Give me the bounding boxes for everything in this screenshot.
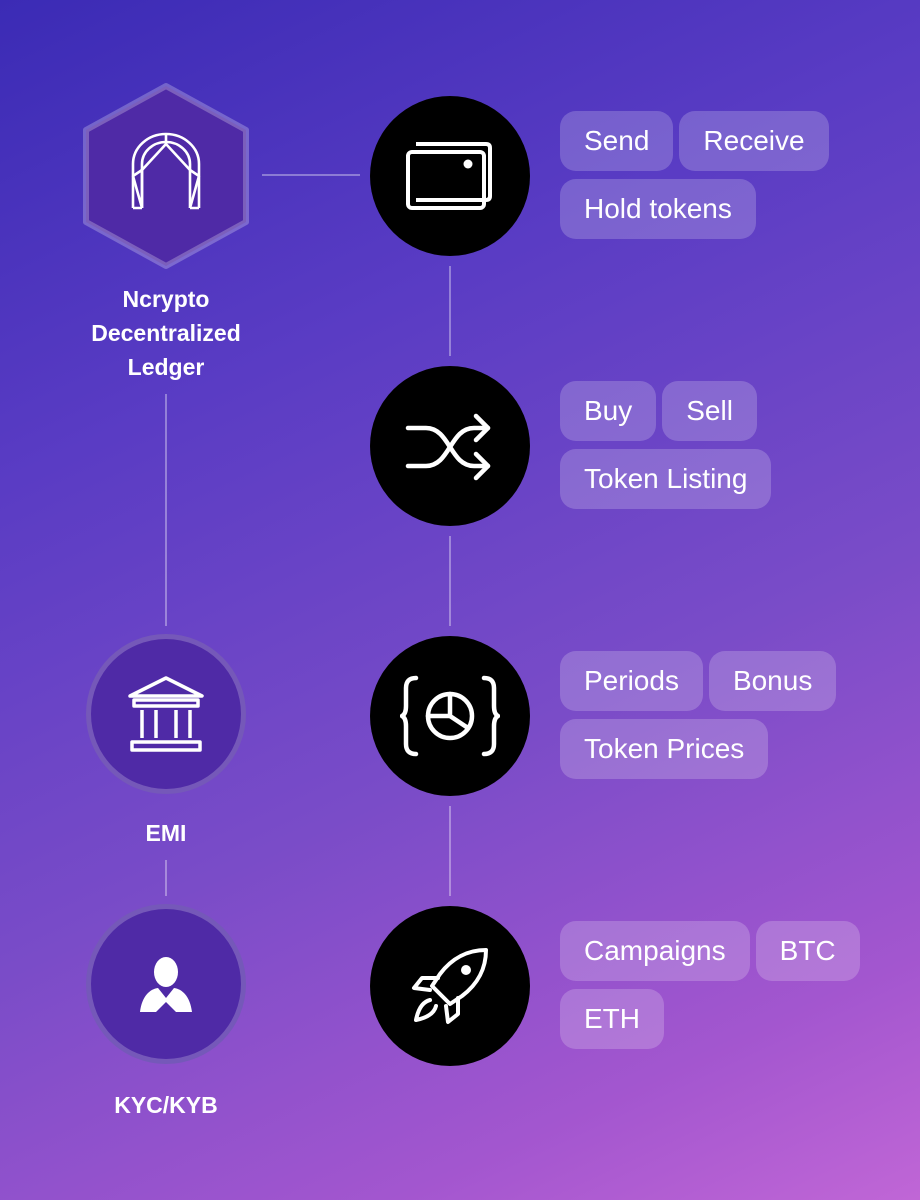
user-icon — [140, 957, 192, 1012]
chart-node — [370, 636, 530, 796]
connector-ledger-emi — [165, 394, 167, 626]
ledger-label-line-1: Ncrypto — [122, 286, 210, 312]
connector-ledger-wallet — [262, 174, 360, 176]
tag-buy[interactable]: Buy — [560, 381, 657, 441]
emi-node — [86, 634, 246, 794]
ledger-node — [80, 82, 252, 270]
emi-label: EMI — [145, 820, 187, 846]
pie-chart-icon — [400, 675, 500, 757]
hexagon-shape — [83, 83, 249, 269]
tag-eth[interactable]: ETH — [560, 989, 664, 1049]
wallet-node — [370, 96, 530, 256]
tag-sell[interactable]: Sell — [662, 381, 757, 441]
shuffle-icon — [405, 413, 491, 481]
connector-emi-kyc — [165, 860, 167, 896]
ledger-label-line-3: Ledger — [127, 354, 205, 380]
tag-send[interactable]: Send — [560, 111, 674, 171]
shuffle-node — [370, 366, 530, 526]
connector-shuffle-chart — [449, 536, 451, 626]
tag-bonus[interactable]: Bonus — [708, 651, 837, 711]
tag-periods[interactable]: Periods — [560, 651, 703, 711]
connector-chart-rocket — [449, 806, 451, 896]
ledger-label: Ncrypto Decentralized Ledger — [46, 282, 286, 384]
tag-hold-tokens[interactable]: Hold tokens — [560, 179, 756, 239]
wallet-icon — [406, 142, 492, 210]
tag-campaigns[interactable]: Campaigns — [560, 921, 750, 981]
connector-wallet-shuffle — [449, 266, 451, 356]
rocket-node — [370, 906, 530, 1066]
tag-token-listing[interactable]: Token Listing — [560, 449, 772, 509]
kyc-label: KYC/KYB — [114, 1092, 218, 1118]
tag-btc[interactable]: BTC — [755, 921, 860, 981]
ledger-label-line-2: Decentralized — [91, 320, 241, 346]
tag-token-prices[interactable]: Token Prices — [560, 719, 769, 779]
rocket-icon — [412, 948, 488, 1024]
bank-icon — [128, 676, 204, 752]
kyc-node — [86, 904, 246, 1064]
tag-receive[interactable]: Receive — [679, 111, 829, 171]
arch-icon — [131, 132, 201, 210]
